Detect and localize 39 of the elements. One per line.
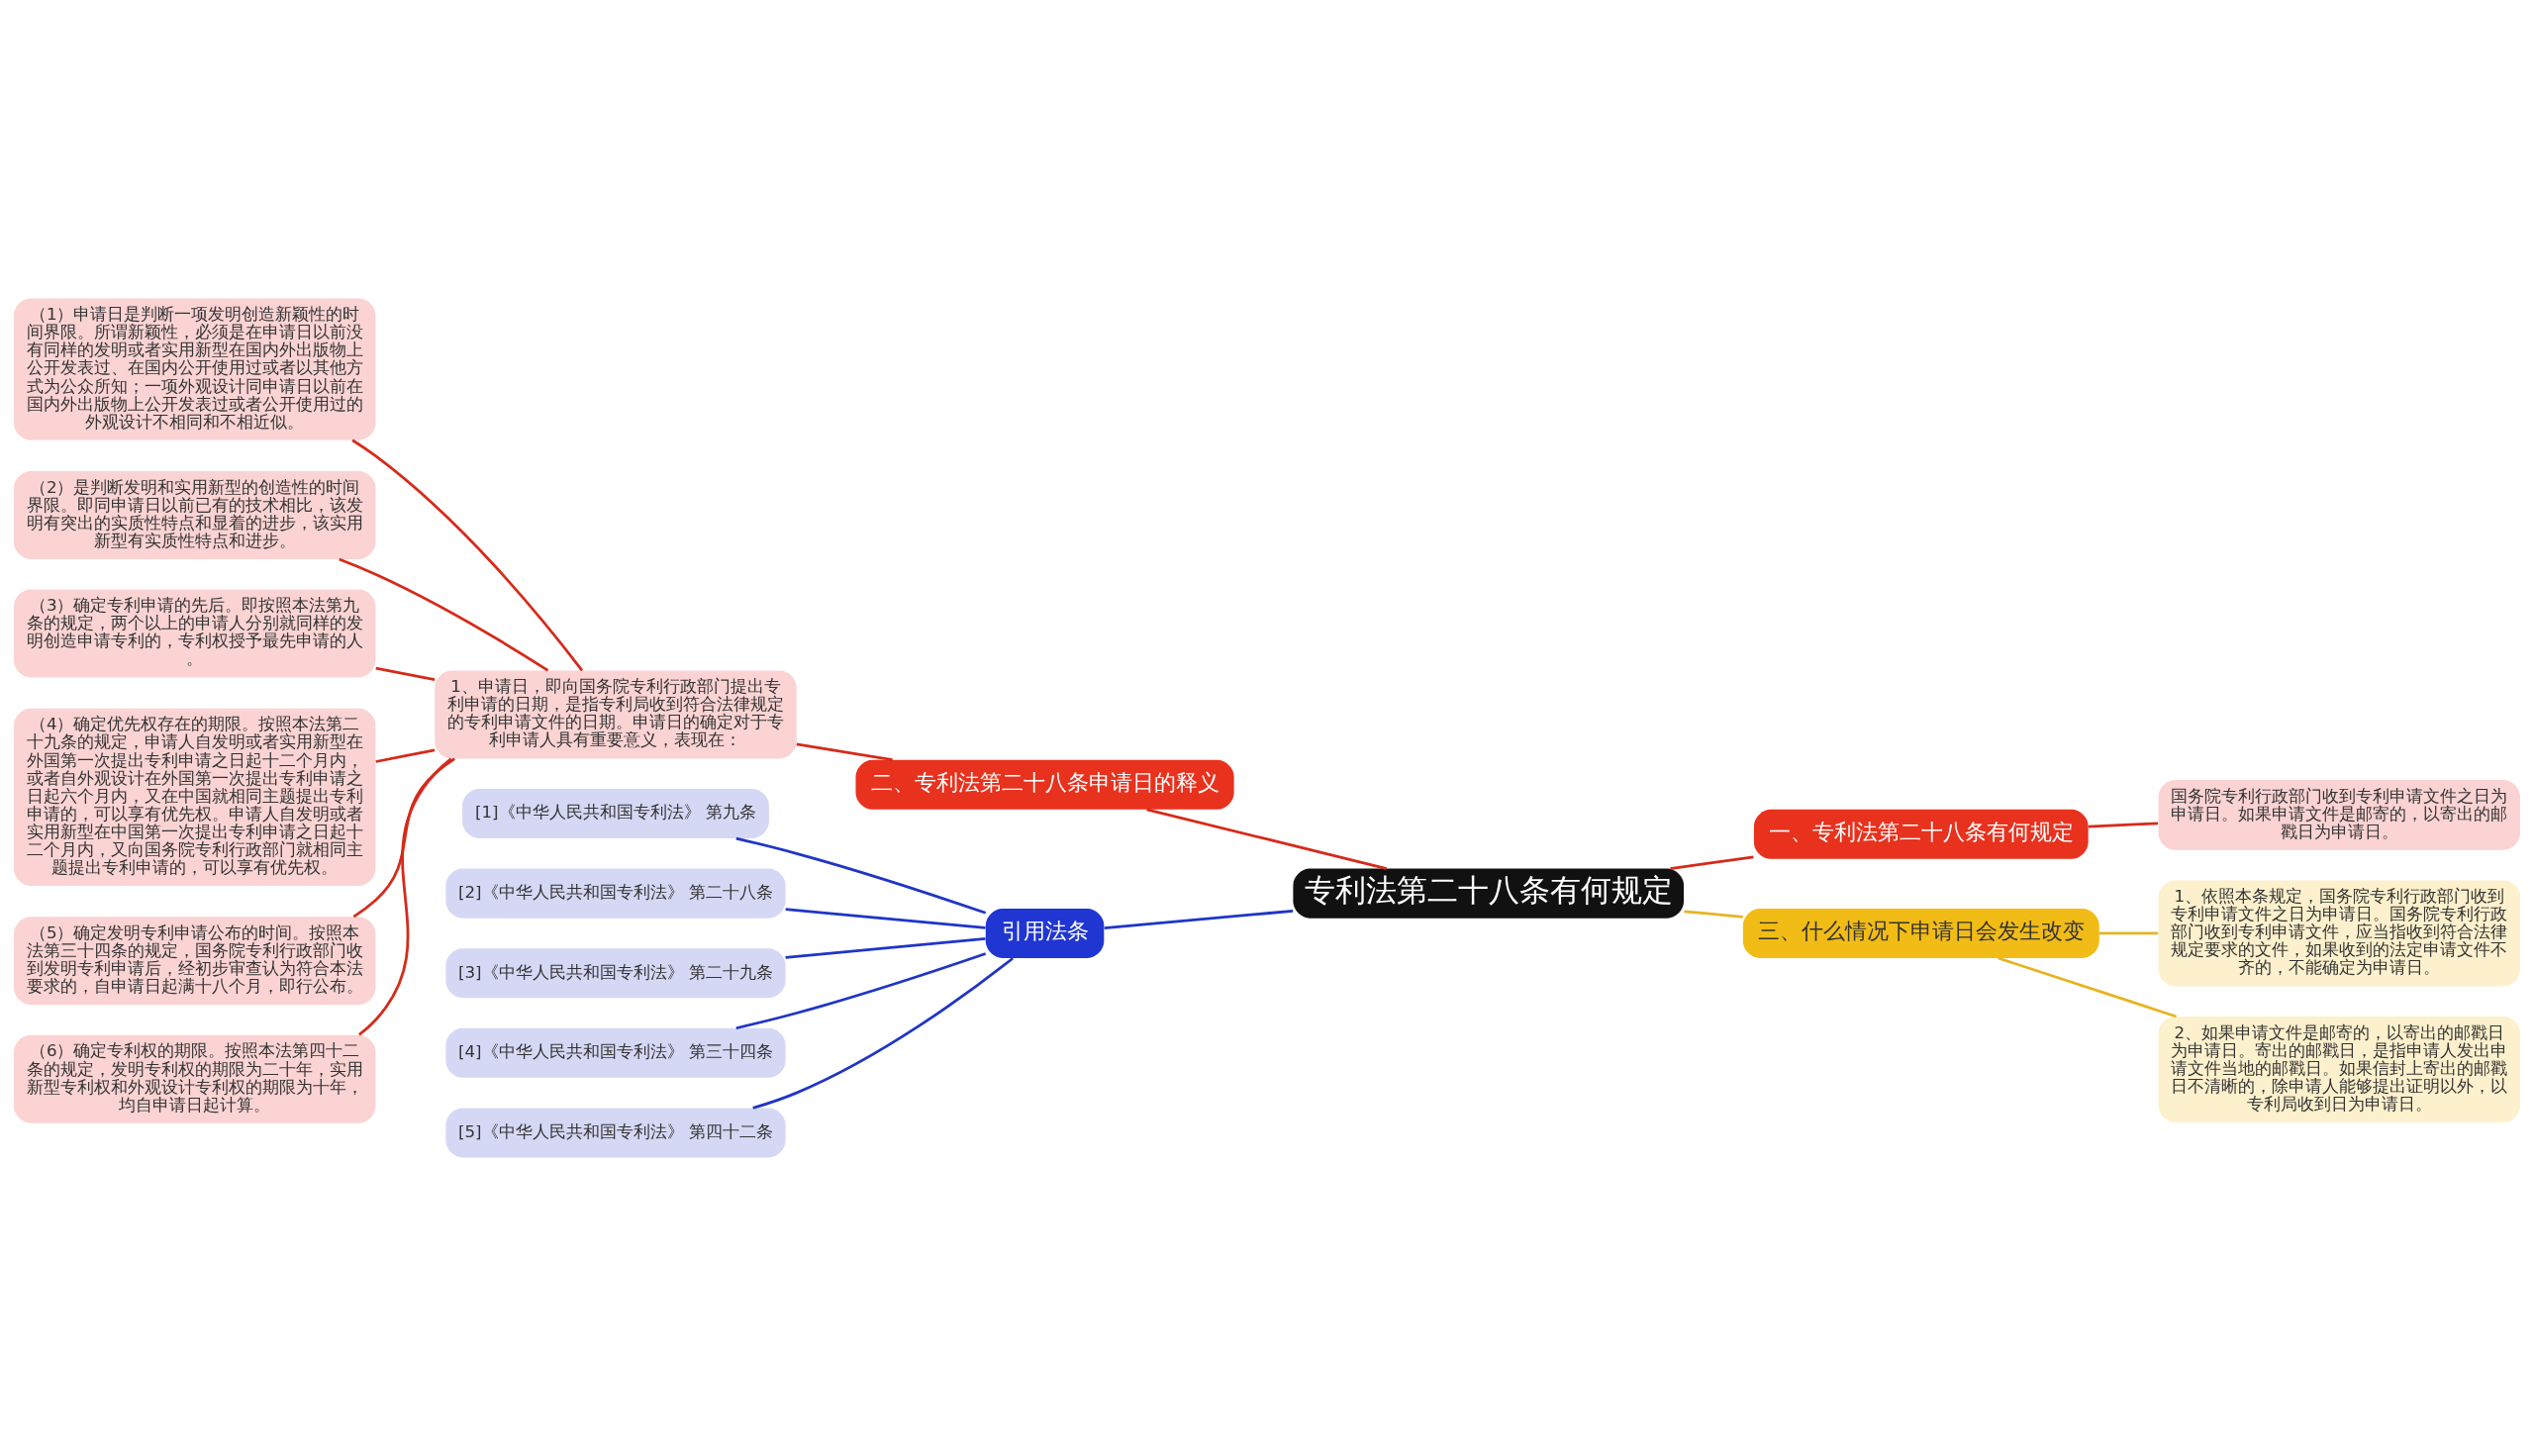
connector — [1998, 956, 2177, 1019]
node-box: 1、申请日，即向国务院专利行政部门提出专利申请的日期，是指专利局收到符合法律规定的专利申请文件的日期。申请日的确定对于专利申请人具有重要意义，表现在： — [435, 670, 797, 759]
node-box: 引用法条 — [985, 908, 1105, 958]
node-box: [5]《中华人民共和国专利法》 第四十二条 — [445, 1108, 786, 1158]
connector — [375, 666, 436, 682]
node-box: 二、专利法第二十八条申请日的释义 — [855, 759, 1234, 810]
node-box: [3]《中华人民共和国专利法》 第二十九条 — [445, 948, 786, 999]
connector — [785, 937, 986, 959]
node-box: 2、如果申请文件是邮寄的，以寄出的邮戳日为申请日。寄出的邮戳日，是指申请人发出申请文件当地的邮戳日。如果信封上寄出的邮戳日不清晰的，除申请人能够提出证明以外，以专利局收到日为申请日。 — [2158, 1017, 2521, 1122]
node-box: 1、依照本条规定，国务院专利行政部门收到专利申请文件之日为申请日。国务院专利行政部门收到专利申请文件，应当指收到符合法律规定要求的文件，如果收到的法定申请文件不齐的，不能确定为申请日。 — [2158, 880, 2521, 987]
node-box: （2）是判断发明和实用新型的创造性的时间界限。即同申请日以前已有的技术相比，该发明有突出的实质性特点和显着的进步，该实用新型有实质性特点和进步。 — [13, 470, 376, 559]
connector — [1684, 910, 1743, 919]
connector — [1146, 808, 1388, 870]
connector — [358, 757, 452, 1036]
node-box: 国务院专利行政部门收到专利申请文件之日为申请日。如果申请文件是邮寄的，以寄出的邮戳日为申请日。 — [2158, 779, 2521, 850]
connector — [735, 836, 987, 915]
connector — [352, 757, 455, 919]
node-box: 三、什么情况下申请日会发生改变 — [1742, 908, 2099, 958]
connector — [796, 742, 893, 762]
connector — [2098, 931, 2159, 935]
node-box: [4]《中华人民共和国专利法》 第三十四条 — [445, 1027, 786, 1078]
connector — [1104, 909, 1294, 929]
node-box: 专利法第二十八条有何规定 — [1293, 868, 1685, 919]
connector — [785, 908, 986, 929]
node-box: （6）确定专利权的期限。按照本法第四十二条的规定，发明专利权的期限为二十年，实用新型专利权和外观设计专利权的期限为十年，均自申请日起计算。 — [13, 1034, 376, 1123]
node-box: （5）确定发明专利申请公布的时间。按照本法第三十四条的规定，国务院专利行政部门收到发明专利申请后，经初步审查认为符合本法要求的，自申请日起满十八个月，即行公布。 — [13, 917, 376, 1006]
connector — [752, 957, 1014, 1110]
node-box: 一、专利法第二十八条有何规定 — [1753, 809, 2089, 859]
connector — [375, 748, 436, 763]
node-box: （3）确定专利申请的先后。即按照本法第九条的规定，两个以上的申请人分别就同样的发明创造申请专利的，专利权授予最先申请的人。 — [13, 589, 376, 678]
connector — [2088, 822, 2159, 828]
node-box: （4）确定优先权存在的期限。按照本法第二十九条的规定，申请人自发明或者实用新型在外国第一次提出专利申请之日起十二个月内，或者自外观设计在外国第一次提出专利申请之日起六个月内，又在中国就相同主题提出专利申请的，可以享有优先权。申请人自发明或者实用新型在中国第一次提出专利申请之日起十二个月内，又向国务院专利行政部门就相同主题提出专利申请的，可以享有优先权。 — [13, 708, 376, 886]
node-box: [1]《中华人民共和国专利法》 第九条 — [462, 789, 769, 839]
connector — [1670, 855, 1754, 870]
connector — [351, 438, 584, 672]
node-box: [2]《中华人民共和国专利法》 第二十八条 — [445, 868, 786, 919]
connector — [735, 952, 987, 1030]
node-box: （1）申请日是判断一项发明创造新颖性的时间界限。所谓新颖性，必须是在申请日以前没有同样的发明或者实用新型在国内外出版物上公开发表过、在国内公开使用过或者以其他方式为公众所知；一项外观设计同申请日以前在国内外出版物上公开发表过或者公开使用过的外观设计不相同和不相近似。 — [13, 298, 376, 440]
connector — [339, 557, 549, 672]
